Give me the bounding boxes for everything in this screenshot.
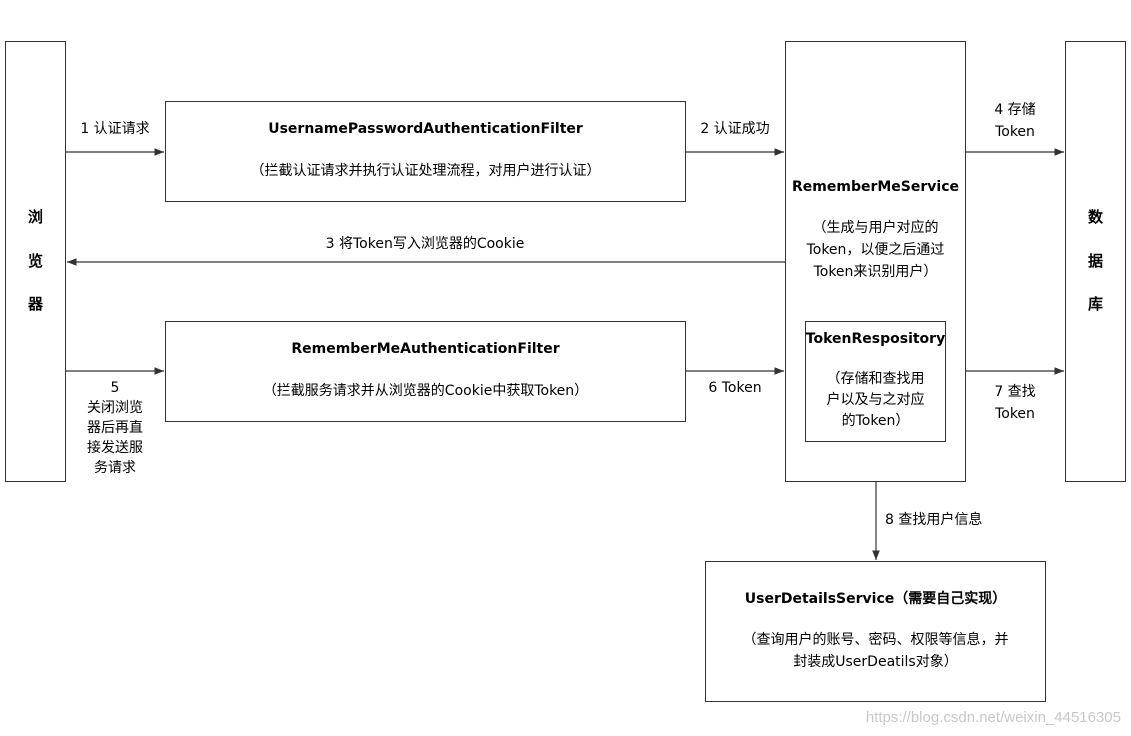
rms-desc-line-3: Token来识别用户）: [813, 264, 938, 280]
upaf-desc: （拦截认证请求并执行认证处理流程，对用户进行认证）: [250, 163, 601, 179]
tr-desc-line-1: （存储和查找用: [826, 371, 925, 387]
browser-char-1: 浏: [27, 208, 43, 226]
database-char-1: 数: [1087, 208, 1103, 226]
step-5-label-line-5: 务请求: [94, 460, 136, 476]
uds-desc-line-2: 封装成UserDeatils对象）: [793, 654, 958, 670]
step-6-label: 6 Token: [708, 380, 762, 396]
database-char-2: 据: [1087, 252, 1103, 270]
step-2-label: 2 认证成功: [700, 121, 770, 137]
uds-box: [705, 561, 1046, 702]
browser-char-3: 器: [27, 295, 43, 313]
step-5-label-line-2: 关闭浏览: [87, 400, 143, 416]
rms-title: RememberMeService: [792, 179, 959, 195]
rmaf-desc: （拦截服务请求并从浏览器的Cookie中获取Token）: [262, 383, 589, 399]
browser-char-2: 览: [27, 252, 43, 270]
step-4-label-line-2: Token: [995, 124, 1035, 140]
rmaf-box: [165, 321, 686, 422]
database-char-3: 库: [1087, 295, 1103, 313]
rms-desc-line-2: Token，以便之后通过: [806, 242, 945, 258]
rms-desc-line-1: （生成与用户对应的: [812, 220, 939, 236]
step-1-label: 1 认证请求: [80, 121, 150, 137]
step-3-label: 3 将Token写入浏览器的Cookie: [325, 236, 525, 252]
tr-desc-line-2: 户以及与之对应: [826, 392, 925, 408]
step-5-label-line-3: 器后再直: [87, 420, 143, 436]
step-5-label-line-1: 5: [110, 380, 120, 396]
upaf-title: UsernamePasswordAuthenticationFilter: [268, 121, 583, 137]
step-7-label-line-2: Token: [995, 406, 1035, 422]
step-8-label: 8 查找用户信息: [885, 512, 983, 528]
step-7-label-line-1: 7 查找: [994, 384, 1036, 400]
browser-box: [5, 41, 66, 482]
step-5-label-line-4: 接发送服: [87, 440, 143, 456]
uds-title: UserDetailsService（需要自己实现）: [744, 591, 1007, 607]
tr-title: TokenRespository: [805, 331, 946, 347]
database-box: [1065, 41, 1126, 482]
rmaf-title: RememberMeAuthenticationFilter: [291, 341, 560, 357]
upaf-box: [165, 101, 686, 202]
watermark: https://blog.csdn.net/weixin_44516305: [865, 709, 1121, 726]
tr-desc-line-3: 的Token）: [841, 413, 910, 429]
uds-desc-line-1: （查询用户的账号、密码、权限等信息，并: [742, 632, 1009, 648]
step-4-label-line-1: 4 存储: [994, 102, 1036, 118]
tr-box: [805, 321, 946, 442]
